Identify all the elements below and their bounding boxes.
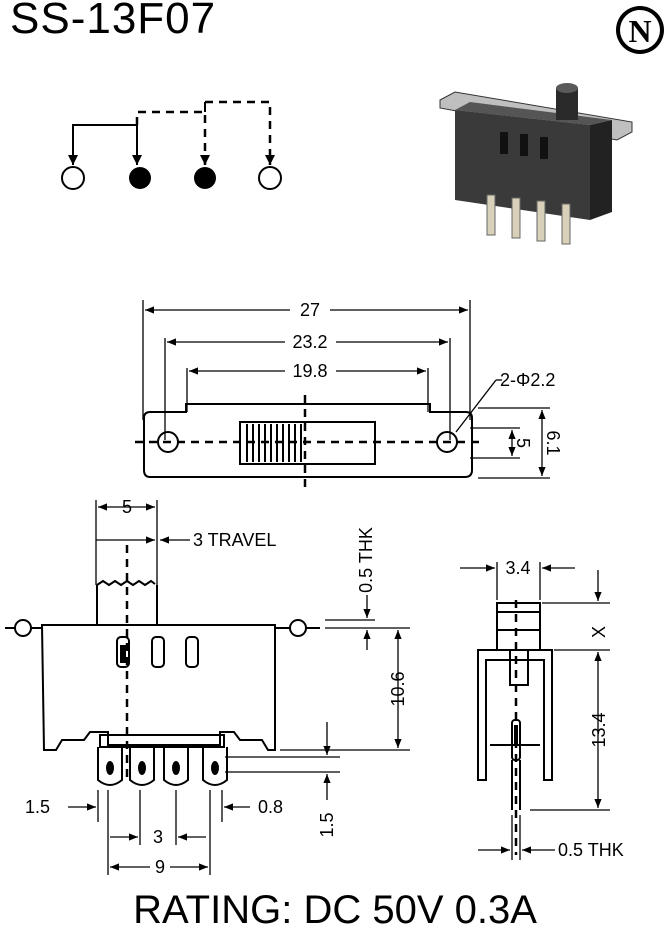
side-view-drawing: 3.4 X 13.4 0.5 THK	[460, 558, 624, 860]
top-view-drawing: 27 23.2 19.8 2-Φ2.2 5 6.1	[135, 300, 563, 490]
circuit-schematic	[61, 100, 282, 190]
terminal-open	[258, 166, 282, 190]
dim-thk-front: 0.5 THK	[356, 527, 376, 593]
dim-3: 3	[153, 827, 163, 847]
dim-19-8: 19.8	[292, 361, 327, 381]
dim-x: X	[589, 626, 609, 638]
dim-thk-side: 0.5 THK	[558, 840, 624, 860]
dim-5-front: 5	[122, 497, 132, 517]
dim-23-2: 23.2	[292, 332, 327, 352]
terminal-open	[61, 166, 85, 190]
dim-holes: 2-Φ2.2	[500, 370, 555, 390]
dim-10-6: 10.6	[388, 671, 408, 706]
terminal-closed	[194, 167, 216, 189]
front-view-drawing: 5 3 TRAVEL 10.6 0.5 THK	[5, 497, 410, 877]
dim-13-4: 13.4	[589, 712, 609, 747]
brand-logo: N	[616, 6, 664, 54]
dim-5-top: 5	[513, 438, 533, 448]
dim-27: 27	[300, 300, 320, 320]
dim-0-8: 0.8	[258, 797, 283, 817]
switch-product-image	[439, 83, 633, 245]
dim-1-5-left: 1.5	[25, 797, 50, 817]
dim-3-4: 3.4	[505, 558, 530, 578]
dim-6-1: 6.1	[543, 430, 563, 455]
terminal-closed	[129, 167, 151, 189]
logo-letter: N	[628, 13, 651, 49]
dim-9: 9	[155, 857, 165, 877]
dim-travel: 3 TRAVEL	[193, 530, 276, 550]
rating-text: RATING: DC 50V 0.3A	[133, 888, 537, 932]
dim-1-5-vert: 1.5	[317, 812, 337, 837]
part-number-title: SS-13F07	[10, 0, 217, 43]
